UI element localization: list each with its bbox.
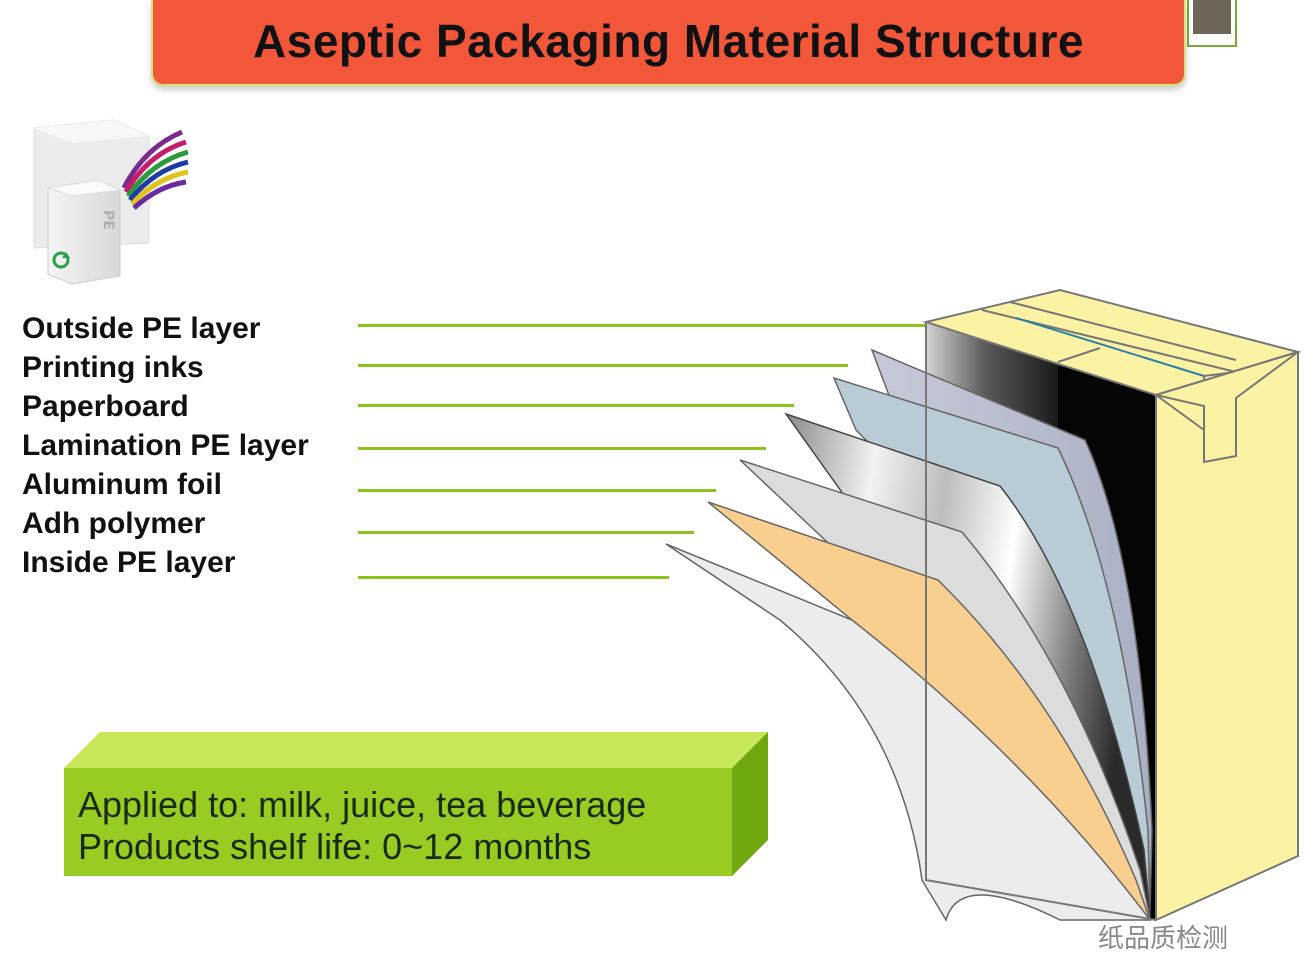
note-box-shape — [64, 732, 768, 876]
page-title: Aseptic Packaging Material Structure — [253, 15, 1084, 67]
carton-top — [922, 288, 1302, 462]
layer-label-aluminum-foil: Aluminum foil — [22, 468, 222, 501]
leader-line-printing-inks — [358, 364, 848, 367]
note-line-applied: Applied to: milk, juice, tea beverage — [78, 784, 647, 825]
leader-line-outside-pe — [358, 324, 930, 327]
carton-cutaway-diagram — [665, 288, 1302, 922]
title-banner: Aseptic Packaging Material Structure — [151, 0, 1186, 86]
note-box — [62, 730, 772, 883]
carton-label: PE — [100, 210, 116, 230]
carton-side — [1152, 350, 1299, 922]
footer-watermark-text: 纸品质检测 — [1098, 924, 1229, 954]
leader-line-paperboard — [358, 404, 794, 407]
carton-thumbnail: PE — [33, 119, 189, 285]
leader-line-inside-pe — [358, 576, 669, 579]
layer-label-outside-pe: Outside PE layer — [22, 312, 261, 345]
layer-label-paperboard: Paperboard — [22, 390, 189, 423]
corner-decoration — [1187, 0, 1237, 47]
carton-front-edge — [925, 322, 1157, 921]
leader-line-adh-polymer — [358, 531, 694, 534]
layer-label-adh-polymer: Adh polymer — [22, 507, 206, 540]
layer-label-inside-pe: Inside PE layer — [22, 546, 236, 579]
leader-line-lamination-pe — [358, 447, 766, 450]
leader-line-aluminum-foil — [358, 489, 716, 492]
layer-inside-pe-sheet — [665, 543, 1152, 922]
layer-label-lamination-pe: Lamination PE layer — [22, 429, 309, 462]
color-strips-icon — [121, 129, 189, 210]
recycle-icon — [52, 251, 70, 269]
note-line-shelf-life: Products shelf life: 0~12 months — [78, 826, 592, 867]
layer-label-printing-inks: Printing inks — [22, 351, 204, 384]
